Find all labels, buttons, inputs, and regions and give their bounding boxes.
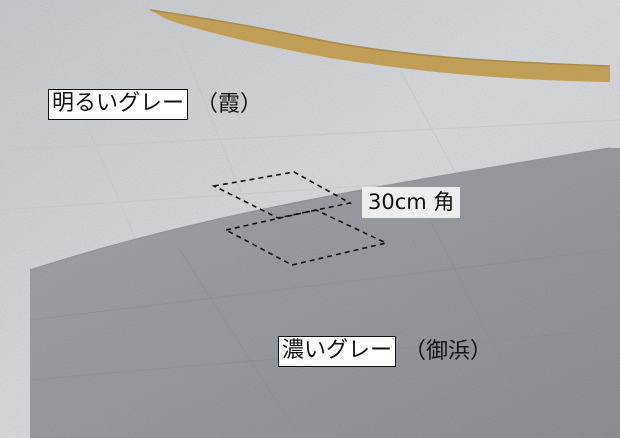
light-gray-name: （霞） xyxy=(196,91,263,117)
tile-size-label: 30cm 角 xyxy=(362,187,461,218)
dark-paving-area xyxy=(30,148,620,438)
light-gray-label: 明るいグレー （霞） xyxy=(48,89,264,120)
tile-outline-upper xyxy=(211,171,353,219)
tile-outline-lower xyxy=(223,209,389,266)
light-gray-text: 明るいグレー xyxy=(48,89,189,120)
tactile-strip xyxy=(150,10,610,82)
paving-boundary xyxy=(29,147,611,271)
dark-gray-name: （御浜） xyxy=(404,338,493,364)
tactile-strip-edge xyxy=(149,9,611,67)
dark-gray-label: 濃いグレー （御浜） xyxy=(278,336,494,367)
dark-gray-text: 濃いグレー xyxy=(278,336,397,367)
tile-outline-dashed xyxy=(211,171,389,266)
